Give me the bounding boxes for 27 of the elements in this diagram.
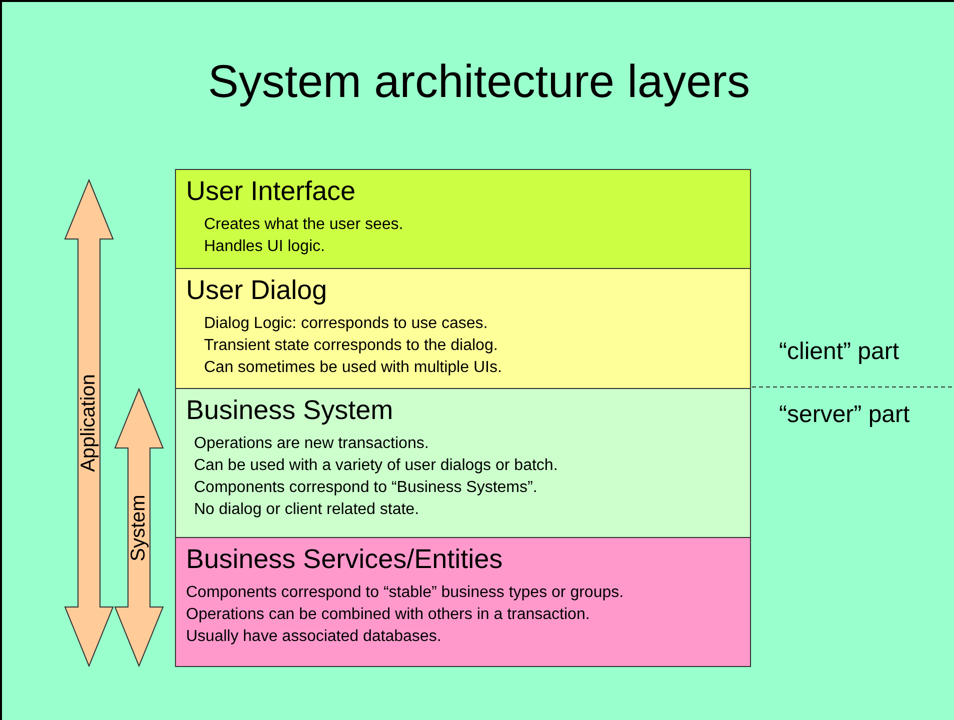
span-label: Application	[78, 374, 100, 472]
layer-box	[175, 268, 751, 389]
layer-description: Components correspond to “stable” business types or groups.	[186, 584, 624, 602]
layer-description: Components correspond to “Business Systems”.	[194, 479, 538, 497]
layer-description: No dialog or client related state.	[194, 501, 420, 519]
layer-box	[175, 388, 751, 538]
span-label: System	[128, 494, 150, 561]
span-band	[114, 388, 164, 667]
layer-description: Operations can be combined with others in a transaction.	[186, 606, 590, 624]
part-label: “client” part	[779, 338, 900, 366]
slide-title: System architecture layers	[207, 54, 751, 108]
layer-heading: Business System	[186, 395, 394, 426]
layer-description: Dialog Logic: corresponds to use cases.	[204, 315, 488, 333]
layer-description: Can be used with a variety of user dialogs or batch.	[194, 457, 558, 475]
layer-description: Handles UI logic.	[204, 238, 325, 256]
layer-heading: User Interface	[186, 176, 356, 207]
layer-box	[175, 169, 751, 269]
part-label: “server” part	[779, 401, 910, 429]
span-band	[64, 179, 114, 667]
layer-description: Usually have associated databases.	[186, 628, 442, 646]
layer-description: Can sometimes be used with multiple UIs.	[204, 359, 502, 377]
layer-box	[175, 537, 751, 667]
layer-description: Transient state corresponds to the dialog.	[204, 337, 498, 355]
layer-heading: User Dialog	[186, 275, 328, 306]
layer-description: Creates what the user sees.	[204, 216, 404, 234]
layer-heading: Business Services/Entities	[186, 544, 503, 575]
layer-description: Operations are new transactions.	[194, 435, 429, 453]
